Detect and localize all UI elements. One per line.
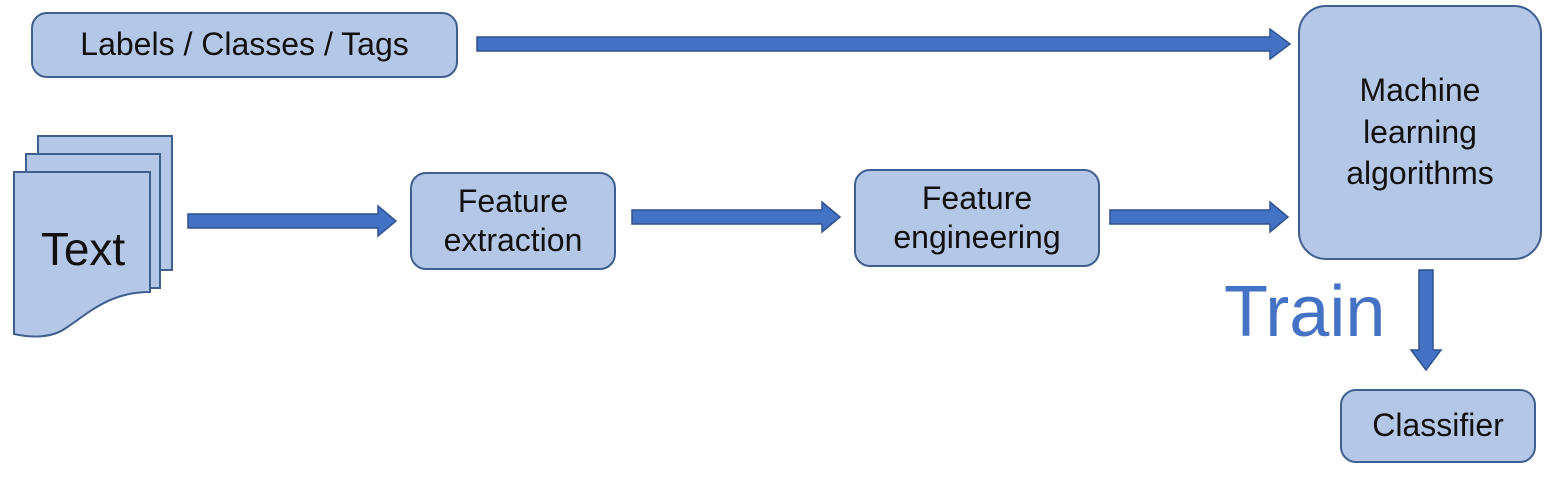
arrow-labels-to-ml [476,27,1292,61]
arrow-ml-to-classifier [1409,269,1443,372]
feature-engineering-line-2: engineering [893,219,1061,255]
ml-algorithms-box: Machine learning algorithms [1298,5,1542,260]
feature-engineering-box: Feature engineering [854,169,1100,267]
arrow-engineering-to-ml [1109,200,1290,234]
arrow-extraction-to-engineering [631,200,842,234]
classifier-box: Classifier [1340,389,1536,463]
feature-extraction-line-1: Feature [457,182,569,219]
labels-classes-tags-box: Labels / Classes / Tags [31,12,458,78]
ml-line-3: algorithms [1346,155,1494,192]
feature-extraction-line-2: extraction [443,222,583,258]
train-label: Train [1224,272,1386,352]
document-front [13,171,151,338]
ml-line-2: learning [1363,113,1477,150]
labels-box-text: Labels / Classes / Tags [80,26,409,63]
ml-line-1: Machine [1359,72,1481,109]
classifier-box-text: Classifier [1372,407,1504,444]
text-document-label: Text [40,223,126,275]
document-stack-icon [13,135,173,338]
feature-extraction-box: Feature extraction [410,172,616,270]
arrow-text-to-extraction [187,204,398,238]
feature-engineering-line-1: Feature [921,179,1033,216]
